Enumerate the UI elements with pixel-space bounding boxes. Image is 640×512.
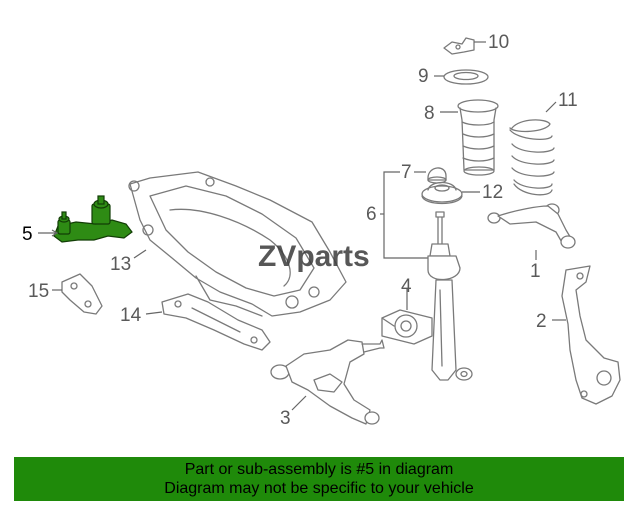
banner-line-1: Part or sub-assembly is #5 in diagram — [184, 461, 454, 478]
callout-15: 15 — [28, 281, 49, 302]
part-5-engine-mount-highlighted — [38, 195, 133, 243]
callout-6-bracket — [380, 171, 430, 259]
callout-14: 14 — [120, 305, 142, 326]
part-4-bushing — [381, 288, 433, 345]
callout-10: 10 — [488, 32, 509, 53]
callout-2: 2 — [536, 311, 547, 332]
callout-7: 7 — [401, 162, 412, 183]
part-14-brace — [145, 293, 271, 351]
callout-13: 13 — [110, 254, 131, 275]
part-3-lower-control-arm — [270, 339, 385, 425]
info-banner: Part or sub-assembly is #5 in diagram Di… — [14, 457, 624, 501]
callout-4: 4 — [401, 276, 412, 297]
callout-3: 3 — [280, 408, 291, 429]
part-9-washer — [434, 69, 489, 85]
part-10-bracket — [443, 37, 486, 55]
part-7-cap — [414, 167, 447, 184]
callout-9: 9 — [418, 66, 429, 87]
part-8-dust-boot — [440, 99, 499, 176]
callout-11: 11 — [558, 90, 578, 111]
callout-8: 8 — [424, 103, 435, 124]
banner-line-2: Diagram may not be specific to your vehi… — [164, 480, 474, 497]
part-15-bracket-plate — [52, 273, 103, 315]
part-12-strut-mount — [421, 181, 480, 205]
suspension-parts-diagram: 10 9 8 — [22, 32, 621, 429]
callout-6: 6 — [366, 204, 377, 225]
part-1-upper-control-arm — [487, 203, 576, 260]
watermark-logo: ZVparts — [258, 240, 370, 273]
part-11-coil-spring — [509, 101, 557, 196]
part-13-subframe — [128, 171, 347, 317]
callout-5: 5 — [22, 224, 33, 245]
part-2-steering-knuckle — [552, 265, 621, 405]
part-6-shock-absorber — [427, 211, 473, 381]
callout-1: 1 — [530, 261, 541, 282]
callout-12: 12 — [482, 182, 503, 203]
